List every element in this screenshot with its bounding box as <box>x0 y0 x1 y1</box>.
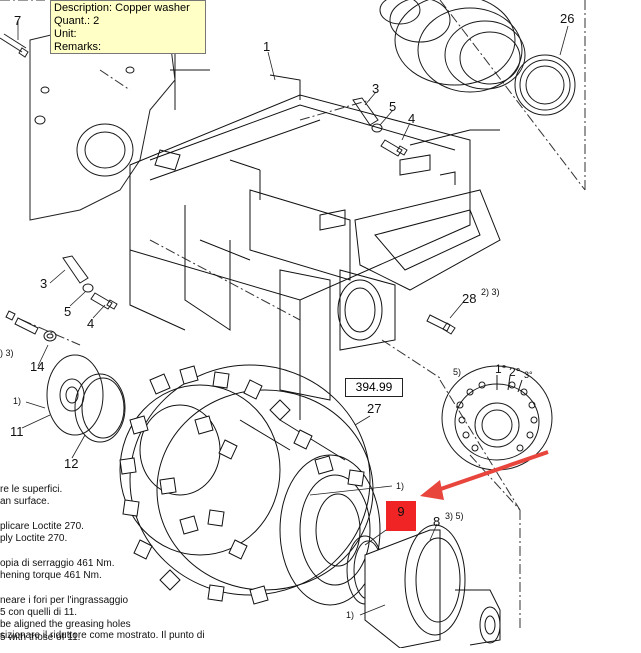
note-line: sizionare il riduttore come mostrato. Il… <box>0 630 205 641</box>
highlighted-part-label: 9 <box>397 504 405 519</box>
callout-13-note: ) 3) <box>0 348 14 358</box>
note-line: an surface. <box>0 496 50 508</box>
callout-5-left[interactable]: 5 <box>64 304 72 319</box>
callout-3-left[interactable]: 3 <box>40 276 48 291</box>
tooltip-description: Description: Copper washer <box>54 2 190 14</box>
note-line: re le superfici. <box>0 484 63 495</box>
note-line: be aligned the greasing holes <box>0 619 131 631</box>
pointer-arrow <box>420 450 549 500</box>
note-line: neare i fori per l'ingrassaggio <box>0 594 129 606</box>
callout-28-note: 2) 3) <box>481 287 500 297</box>
note-line <box>0 582 131 594</box>
tooltip-quantity: Quant.: 2 <box>54 15 100 27</box>
note-line <box>0 545 131 557</box>
callout-27[interactable]: 27 <box>367 401 382 416</box>
tooltip-remarks: Remarks: <box>54 41 102 53</box>
callout-26[interactable]: 26 <box>560 11 575 26</box>
callout-4-top[interactable]: 4 <box>408 111 416 126</box>
note-line: opia di serraggio 461 Nm. <box>0 557 115 569</box>
tooltip-unit: Unit: <box>54 28 77 40</box>
callout-4-left[interactable]: 4 <box>87 316 95 331</box>
price-box[interactable]: 394.99 <box>345 378 403 397</box>
callout-note-1-bottom: 1) <box>346 610 355 620</box>
note-line <box>0 509 131 521</box>
assembly-notes-bottom: sizionare il riduttore come mostrato. Il… <box>0 630 205 642</box>
callout-1-frame[interactable]: 1 <box>263 39 271 54</box>
callout-7[interactable]: 7 <box>14 13 22 28</box>
callout-note-1-left: 1) <box>13 396 22 406</box>
callout-12[interactable]: 12 <box>64 456 79 471</box>
note-line: plicare Loctite 270. <box>0 520 84 532</box>
part-tooltip: Description: Copper washer Quant.: 2 Uni… <box>50 0 206 54</box>
callout-8[interactable]: 8 <box>433 514 441 529</box>
detail-angle-1: 1° <box>495 362 507 376</box>
assembly-notes: re le superfici. an surface. plicare Loc… <box>0 484 131 644</box>
note-line: hening torque 461 Nm. <box>0 570 102 582</box>
detail-angle-3: 3° <box>524 370 533 380</box>
callout-14[interactable]: 14 <box>30 359 45 374</box>
note-line: ply Loctite 270. <box>0 533 68 545</box>
detail-note: 5) <box>453 367 462 377</box>
callout-28[interactable]: 28 <box>462 291 477 306</box>
detail-angle-2: 2° <box>509 365 521 379</box>
callout-8-note: 3) 5) <box>445 511 464 521</box>
note-line: 5 con quelli di 11. <box>0 606 78 618</box>
note-line: 5 with those of 11. <box>0 631 81 643</box>
highlighted-part-9[interactable]: 9 <box>386 501 416 531</box>
callout-note-1-mid: 1) <box>396 481 405 491</box>
callout-11[interactable]: 11 <box>10 424 24 439</box>
callout-3-top[interactable]: 3 <box>372 81 380 96</box>
callout-5-top[interactable]: 5 <box>389 99 397 114</box>
